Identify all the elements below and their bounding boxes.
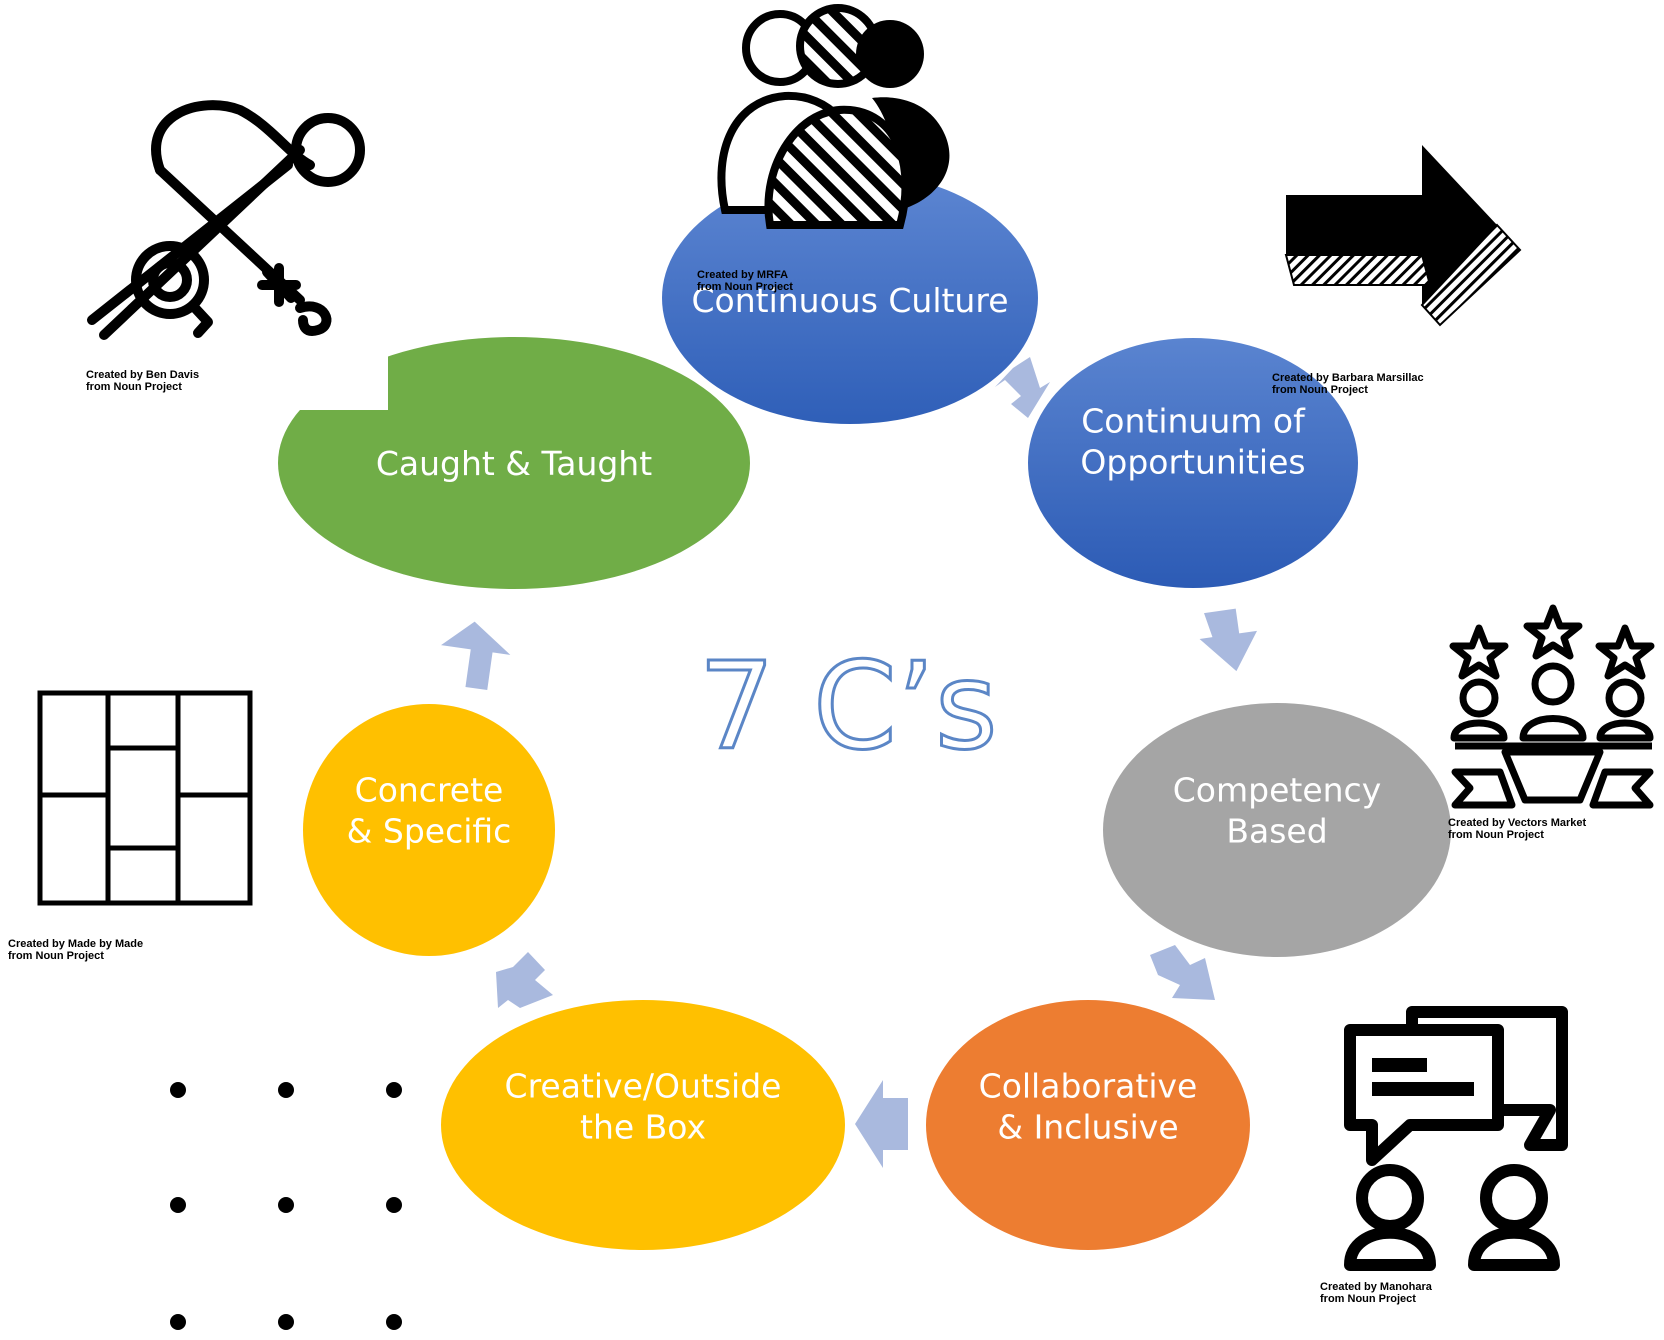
arrow-culture-to-continuum [995,357,1050,418]
award-stars-icon [1449,604,1655,809]
text-line: Opportunities [1080,443,1305,482]
discussion-icon [1344,1006,1568,1271]
text-line: & Inclusive [997,1108,1178,1147]
text-line: Based [1226,812,1327,851]
node-continuous-culture: Continuous Culture [662,172,1038,424]
arrow-right-icon [1284,145,1522,327]
credit-line: from Noun Project [1272,384,1368,396]
credit-line: Created by Manohara [1320,1281,1433,1293]
text-line: Concrete [355,771,504,810]
node-concrete-label: Concrete& Specific [347,771,512,851]
credit-line: from Noun Project [1320,1293,1416,1305]
fishing-rod-icon [87,100,365,340]
text-line: Competency [1173,771,1381,810]
text-line: & Specific [347,812,512,851]
node-continuous-culture-label: Continuous Culture [692,281,1009,320]
arrow-continuum-to-competency [1199,608,1258,672]
arrow-concrete-to-caught [441,621,511,691]
credit-line: from Noun Project [697,281,793,293]
arrow-creative-to-concrete [496,952,553,1008]
credit-line: from Noun Project [86,381,182,393]
node-collaborative-label: Collaborative& Inclusive [979,1067,1198,1147]
text-line: Continuum of [1081,402,1306,441]
node-caught-taught: Caught & Taught [250,330,750,589]
credit-line: Created by Ben Davis [86,369,199,381]
people-group-icon [717,4,950,229]
text-line: Continuous Culture [692,281,1009,320]
dots-grid-icon [170,1082,402,1330]
credit-line: from Noun Project [8,950,104,962]
text-line: Creative/Outside [505,1067,782,1106]
grid-layout-icon [37,690,253,906]
text-line: Collaborative [979,1067,1198,1106]
cycle-arrows [441,357,1258,1168]
credit-line: Created by Vectors Market [1448,817,1587,829]
arrow-competency-to-collaborative [1150,945,1215,1000]
node-collaborative-inclusive: Collaborative& Inclusive [926,1000,1250,1250]
text-line: Caught & Taught [376,444,652,483]
credit-line: Created by Barbara Marsillac [1272,372,1424,384]
text-line: the Box [580,1108,706,1147]
credit-line: Created by Made by Made [8,938,143,950]
credit-line: from Noun Project [1448,829,1544,841]
diagram-title: 7 C’s [699,638,998,777]
node-concrete-specific: Concrete& Specific [303,704,555,956]
arrow-collaborative-to-creative [855,1080,908,1168]
credit-line: Created by MRFA [697,269,788,281]
node-caught-label: Caught & Taught [376,444,652,483]
